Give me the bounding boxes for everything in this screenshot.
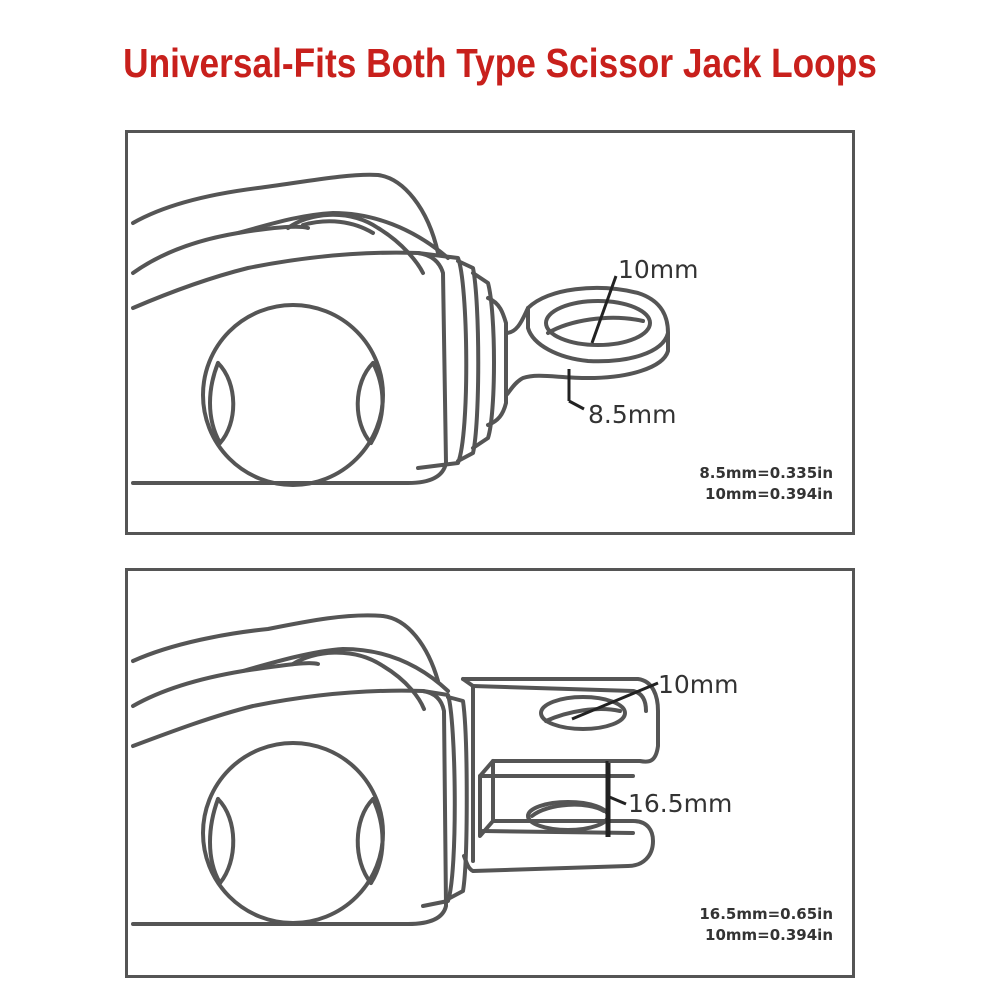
loop-thickness-label: 8.5mm (588, 400, 677, 429)
page-title: Universal-Fits Both Type Scissor Jack Lo… (123, 40, 877, 86)
conversion-line: 10mm=0.394in (705, 485, 833, 503)
conversion-list: 16.5mm=0.65in 10mm=0.394in (618, 904, 833, 946)
hole-diameter-label: 10mm (618, 255, 699, 284)
fork-loop-drawing (131, 613, 660, 926)
conversion-line: 16.5mm=0.65in (699, 905, 833, 923)
single-loop-drawing (131, 172, 670, 487)
fork-gap-label: 16.5mm (628, 789, 733, 818)
conversion-list: 8.5mm=0.335in 10mm=0.394in (618, 463, 833, 505)
conversion-line: 8.5mm=0.335in (699, 464, 833, 482)
conversion-line: 10mm=0.394in (705, 926, 833, 944)
fork-loop-panel: 10mm 16.5mm 16.5mm=0.65in 10mm=0.394in (125, 568, 855, 978)
single-loop-panel: 10mm 8.5mm 8.5mm=0.335in 10mm=0.394in (125, 130, 855, 535)
hole-diameter-label: 10mm (658, 670, 739, 699)
